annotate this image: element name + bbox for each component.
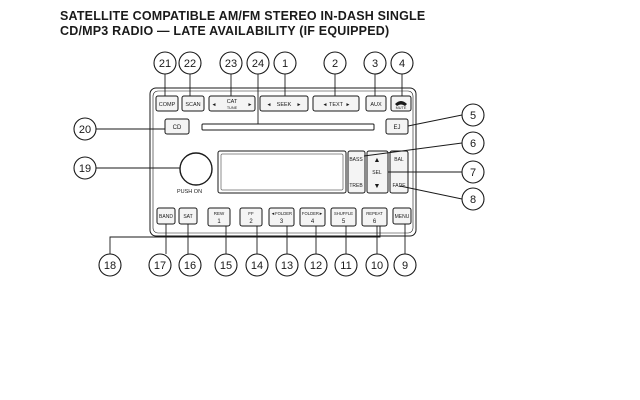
- text-label: TEXT: [329, 102, 344, 108]
- callouts: [73, 51, 485, 277]
- callout-13: 13: [281, 260, 293, 272]
- sel-label: SEL: [372, 170, 382, 176]
- callout-20: 20: [79, 124, 91, 136]
- shuffle-number: 5: [342, 219, 346, 225]
- band-label: BAND: [159, 214, 173, 220]
- sel-up-arrow[interactable]: ▲: [374, 157, 381, 164]
- rew-number: 1: [217, 219, 221, 225]
- rew-label: REW: [214, 211, 225, 216]
- preset-6-repeat-button[interactable]: [361, 207, 388, 227]
- text-button[interactable]: [312, 95, 360, 112]
- seek-button[interactable]: [259, 95, 309, 112]
- repeat-number: 6: [373, 219, 377, 225]
- callout-22: 22: [184, 58, 196, 70]
- callout-19: 19: [79, 163, 91, 175]
- cd-label: CD: [173, 125, 182, 131]
- comp-label: COMP: [159, 102, 176, 108]
- repeat-label: REPEAT: [366, 211, 383, 216]
- callout-9: 9: [402, 260, 408, 272]
- fade-label: FADE: [392, 183, 406, 189]
- tune-label: TUNE: [227, 106, 238, 110]
- bal-label: BAL: [394, 157, 404, 163]
- callout-23: 23: [225, 58, 237, 70]
- ff-number: 2: [249, 219, 253, 225]
- cat-left-arrow: ◄: [212, 102, 217, 108]
- ff-label: FF: [248, 211, 254, 216]
- preset-4-folder-next-button[interactable]: [299, 207, 326, 227]
- preset-1-rew-button[interactable]: [207, 207, 231, 227]
- cat-right-arrow: ►: [248, 102, 253, 108]
- seek-right-arrow: ►: [297, 102, 302, 108]
- treb-label: TREB: [349, 183, 363, 189]
- preset-5-shuffle-button[interactable]: [330, 207, 357, 227]
- cat-tune-button[interactable]: [208, 95, 256, 112]
- callout-17: 17: [154, 260, 166, 272]
- title-line-1: SATELLITE COMPATIBLE AM/FM STEREO IN-DAS…: [60, 9, 426, 23]
- callout-15: 15: [220, 260, 232, 272]
- callout-10: 10: [371, 260, 383, 272]
- ej-label: EJ: [393, 125, 400, 131]
- folder-next-number: 4: [311, 219, 315, 225]
- scan-button[interactable]: [181, 95, 205, 112]
- sel-down-arrow[interactable]: ▼: [374, 183, 381, 190]
- seek-left-arrow: ◄: [267, 102, 272, 108]
- sat-label: SAT: [183, 214, 192, 220]
- mute-label: MUTE: [396, 106, 407, 110]
- callout-18: 18: [104, 260, 116, 272]
- cd-button[interactable]: [164, 118, 190, 135]
- folder-next-label: FOLDER►: [302, 211, 323, 216]
- push-on-label: PUSH ON: [177, 189, 202, 195]
- callout-24: 24: [252, 58, 264, 70]
- callout-6: 6: [470, 138, 476, 150]
- menu-button[interactable]: [392, 207, 412, 225]
- display-screen: [217, 150, 347, 194]
- callout-4: 4: [399, 58, 405, 70]
- seek-label: SEEK: [277, 102, 292, 108]
- aux-label: AUX: [370, 102, 382, 108]
- aux-button[interactable]: [365, 95, 387, 112]
- phone-icon: [395, 101, 407, 106]
- text-right-arrow: ►: [346, 102, 351, 108]
- callout-7: 7: [470, 167, 476, 179]
- shuffle-label: SHUFFLE: [334, 211, 353, 216]
- text-left-arrow: ◄: [323, 102, 328, 108]
- radio-faceplate: [149, 87, 417, 237]
- callout-16: 16: [184, 260, 196, 272]
- callout-3: 3: [372, 58, 378, 70]
- callout-14: 14: [251, 260, 263, 272]
- callout-21: 21: [159, 58, 171, 70]
- ej-button[interactable]: [385, 118, 409, 135]
- bass-label: BASS: [349, 157, 363, 163]
- menu-label: MENU: [395, 214, 410, 220]
- callout-11: 11: [340, 260, 351, 272]
- cat-label: CAT: [227, 99, 238, 105]
- callout-12: 12: [310, 260, 322, 272]
- preset-2-ff-button[interactable]: [239, 207, 263, 227]
- preset-3-folder-prev-button[interactable]: [268, 207, 295, 227]
- radio-faceplate-inner: [152, 90, 414, 234]
- cd-slot: [201, 123, 375, 131]
- folder-prev-number: 3: [280, 219, 284, 225]
- callout-5: 5: [470, 110, 476, 122]
- display-screen-inner: [220, 153, 344, 191]
- volume-knob[interactable]: [179, 152, 213, 186]
- scan-label: SCAN: [185, 102, 200, 108]
- folder-prev-label: ◄FOLDER: [271, 211, 292, 216]
- title-line-2: CD/MP3 RADIO — LATE AVAILABILITY (IF EQU…: [60, 24, 390, 38]
- callout-2: 2: [332, 58, 338, 70]
- bass-treb-button[interactable]: [347, 150, 366, 194]
- comp-button[interactable]: [155, 95, 179, 112]
- callout-1: 1: [282, 58, 288, 70]
- callout-8: 8: [470, 194, 476, 206]
- callout-leaders: [96, 74, 463, 254]
